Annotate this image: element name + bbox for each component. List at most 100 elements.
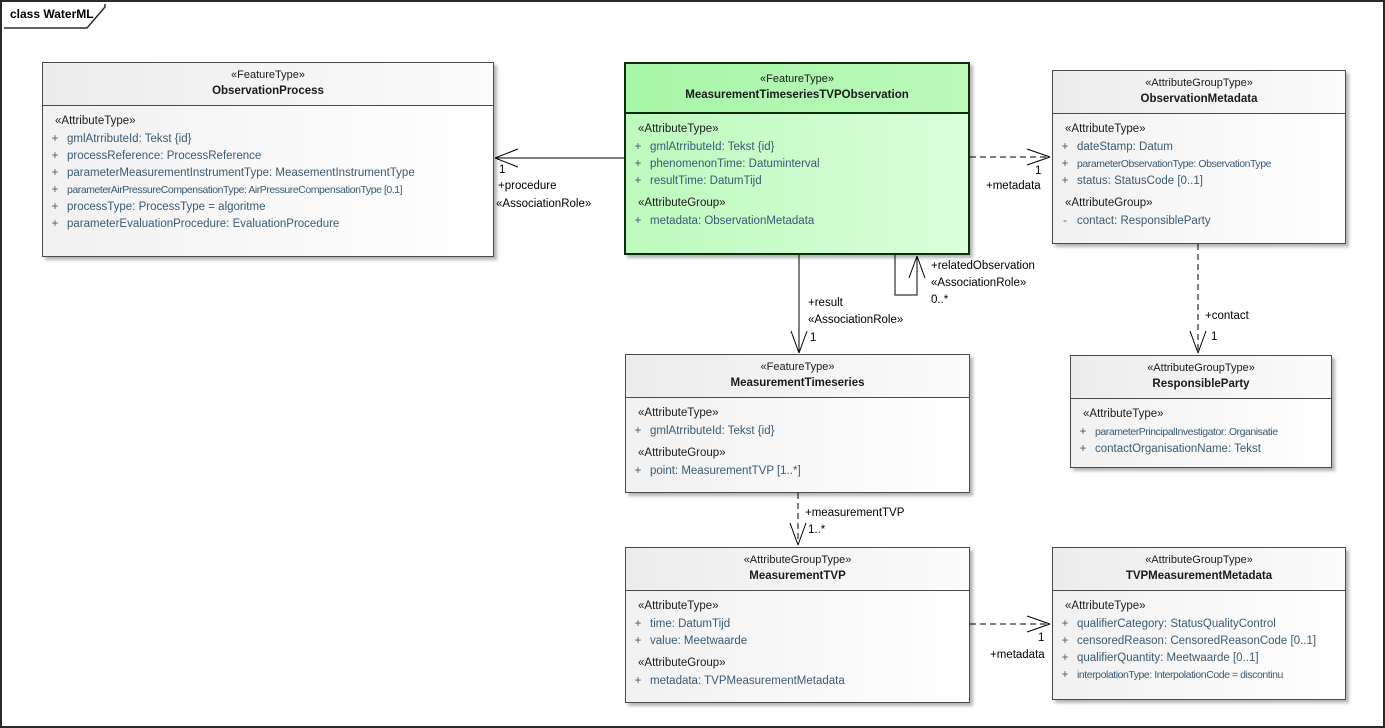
attribute-text: phenomenonTime: Datuminterval [650,158,820,170]
class-box-observation-process[interactable]: «FeatureType» ObservationProcess «Attrib… [42,62,494,257]
attribute-text: parameterAirPressureCompensationType: Ai… [67,184,403,196]
visibility: + [1061,175,1069,187]
class-box-responsible-party[interactable]: «AttributeGroupType» ResponsibleParty «A… [1070,355,1332,468]
visibility: + [634,675,642,687]
visibility: + [1079,443,1087,455]
attribute-text: parameterEvaluationProcedure: Evaluation… [67,218,340,230]
section-heading: «AttributeType» [55,115,136,127]
visibility: + [1061,141,1069,153]
visibility: + [634,465,642,477]
visibility: + [1061,652,1069,664]
visibility: + [634,175,642,187]
class-stereotype: «AttributeGroupType» [743,554,852,566]
class-attribute-compartment: «AttributeType» +dateStamp: Datum +param… [1053,114,1345,230]
visibility: + [1061,635,1069,647]
class-box-observation-metadata[interactable]: «AttributeGroupType» ObservationMetadata… [1052,70,1346,244]
attribute-row: + contactOrganisationName: Tekst [1071,441,1329,458]
section-heading: «AttributeGroup» [1065,197,1153,209]
class-box-measurement-timeseries-tvp-observation[interactable]: «FeatureType» MeasurementTimeseriesTVPOb… [624,62,970,255]
attribute-text: parameterObservationType: ObservationTyp… [1077,158,1271,170]
diagram-frame-title: class WaterML [10,7,94,21]
role-metadata-bottom: +metadata [990,649,1045,661]
role-contact: +contact [1205,310,1249,322]
attribute-text: qualifierQuantity: Meetwaarde [0..1] [1077,652,1259,664]
multiplicity-measurement-tvp: 1..* [808,524,826,536]
attribute-row: + parameterPrincipalInvestigator: Organis… [1071,424,1329,441]
class-header: «AttributeGroupType» TVPMeasurementMetad… [1053,548,1345,591]
attribute-row: + point: MeasurementTVP [1..*] [626,463,967,480]
attribute-text: time: DatumTijd [650,618,731,630]
visibility: + [634,635,642,647]
visibility: + [1061,158,1069,170]
class-name: ObservationMetadata [1140,93,1258,105]
attribute-row: + gmlAtrributeId: Tekst {id} [43,131,491,148]
attribute-row: -contact: ResponsibleParty [1053,213,1343,230]
visibility: + [634,215,642,227]
section-heading: «AttributeGroup» [638,197,726,209]
section-heading: «AttributeType» [1065,600,1146,612]
class-stereotype: «AttributeGroupType» [1147,362,1255,374]
stereotype-procedure: «AssociationRole» [496,198,592,210]
attribute-row: +parameterEvaluationProcedure: Evaluatio… [43,216,491,233]
open-arrowhead-icon [790,330,808,354]
attribute-row: + dateStamp: Datum [1053,139,1343,156]
open-arrowhead-icon [789,522,807,546]
attribute-text: contact: ResponsibleParty [1077,215,1211,227]
multiplicity-metadata-top: 1 [1035,165,1042,177]
class-box-measurement-tvp[interactable]: «AttributeGroupType» MeasurementTVP «Att… [625,547,970,703]
class-box-tvp-measurement-metadata[interactable]: «AttributeGroupType» TVPMeasurementMetad… [1052,547,1346,700]
class-header: «FeatureType» MeasurementTimeseries [626,355,969,398]
class-header: «FeatureType» MeasurementTimeseriesTVPOb… [626,64,968,114]
attribute-text: processReference: ProcessReference [67,150,262,162]
attribute-text: metadata: ObservationMetadata [650,215,815,227]
attribute-text: value: Meetwaarde [650,635,748,647]
attribute-text: gmlAtrributeId: Tekst {id} [650,141,775,153]
open-arrowhead-icon [1026,148,1051,166]
class-name: MeasurementTimeseries [730,377,865,389]
attribute-row: + phenomenonTime: Datuminterval [626,156,966,173]
class-name: MeasurementTimeseriesTVPObservation [685,89,909,101]
visibility: + [634,158,642,170]
visibility: + [634,425,642,437]
attribute-text: contactOrganisationName: Tekst [1095,443,1261,455]
class-header: «FeatureType» ObservationProcess [43,63,493,106]
open-arrowhead-icon [1026,615,1051,633]
attribute-row: + qualifierQuantity: Meetwaarde [0..1] [1053,650,1343,667]
attribute-row: + metadata: ObservationMetadata [626,213,966,230]
open-arrowhead-icon [1189,330,1207,354]
class-box-measurement-timeseries[interactable]: «FeatureType» MeasurementTimeseries «Att… [625,354,970,493]
attribute-text: dateStamp: Datum [1077,141,1173,153]
attribute-text: status: StatusCode [0..1] [1077,175,1203,187]
visibility: + [51,133,59,145]
association-related-observation[interactable] [894,255,918,296]
multiplicity-related-observation: 0..* [931,294,949,306]
visibility: + [1061,618,1069,630]
class-attribute-compartment: «AttributeType» +gmlAtrributeId: Tekst {… [626,398,969,480]
class-stereotype: «AttributeGroupType» [1145,554,1253,566]
attribute-text: processType: ProcessType = algoritme [67,201,266,213]
class-stereotype: «FeatureType» [760,73,834,85]
attribute-text: point: MeasurementTVP [1..*] [650,465,801,477]
attribute-row: + resultTime: DatumTijd [626,173,966,190]
role-metadata-top: +metadata [986,180,1041,192]
section-heading: «AttributeType» [638,123,719,135]
attribute-text: gmlAtrributeId: Tekst {id} [67,133,192,145]
attribute-row: + status: StatusCode [0..1] [1053,173,1343,190]
attribute-row: +metadata: TVPMeasurementMetadata [626,673,967,690]
attribute-row: + parameterObservationType: ObservationTy… [1053,156,1343,173]
multiplicity-contact: 1 [1211,331,1218,343]
attribute-row: + value: Meetwaarde [626,633,967,650]
visibility: + [1061,669,1069,681]
attribute-row: +processReference: ProcessReference [43,148,491,165]
attribute-text: parameterPrincipalInvestigator: Organisa… [1095,426,1278,438]
role-measurement-tvp: +measurementTVP [805,507,905,519]
class-header: «AttributeGroupType» ResponsibleParty [1071,356,1331,399]
class-attribute-compartment: «AttributeType» + gmlAtrributeId: Tekst {… [626,114,968,230]
visibility: + [1079,426,1087,438]
section-heading: «AttributeGroup» [638,447,726,459]
attribute-row: +processType: ProcessType = algoritme [43,199,491,216]
stereotype-related-observation: «AssociationRole» [931,277,1027,289]
attribute-text: resultTime: DatumTijd [650,175,762,187]
class-name: ObservationProcess [212,85,324,97]
class-header: «AttributeGroupType» ObservationMetadata [1053,71,1345,114]
